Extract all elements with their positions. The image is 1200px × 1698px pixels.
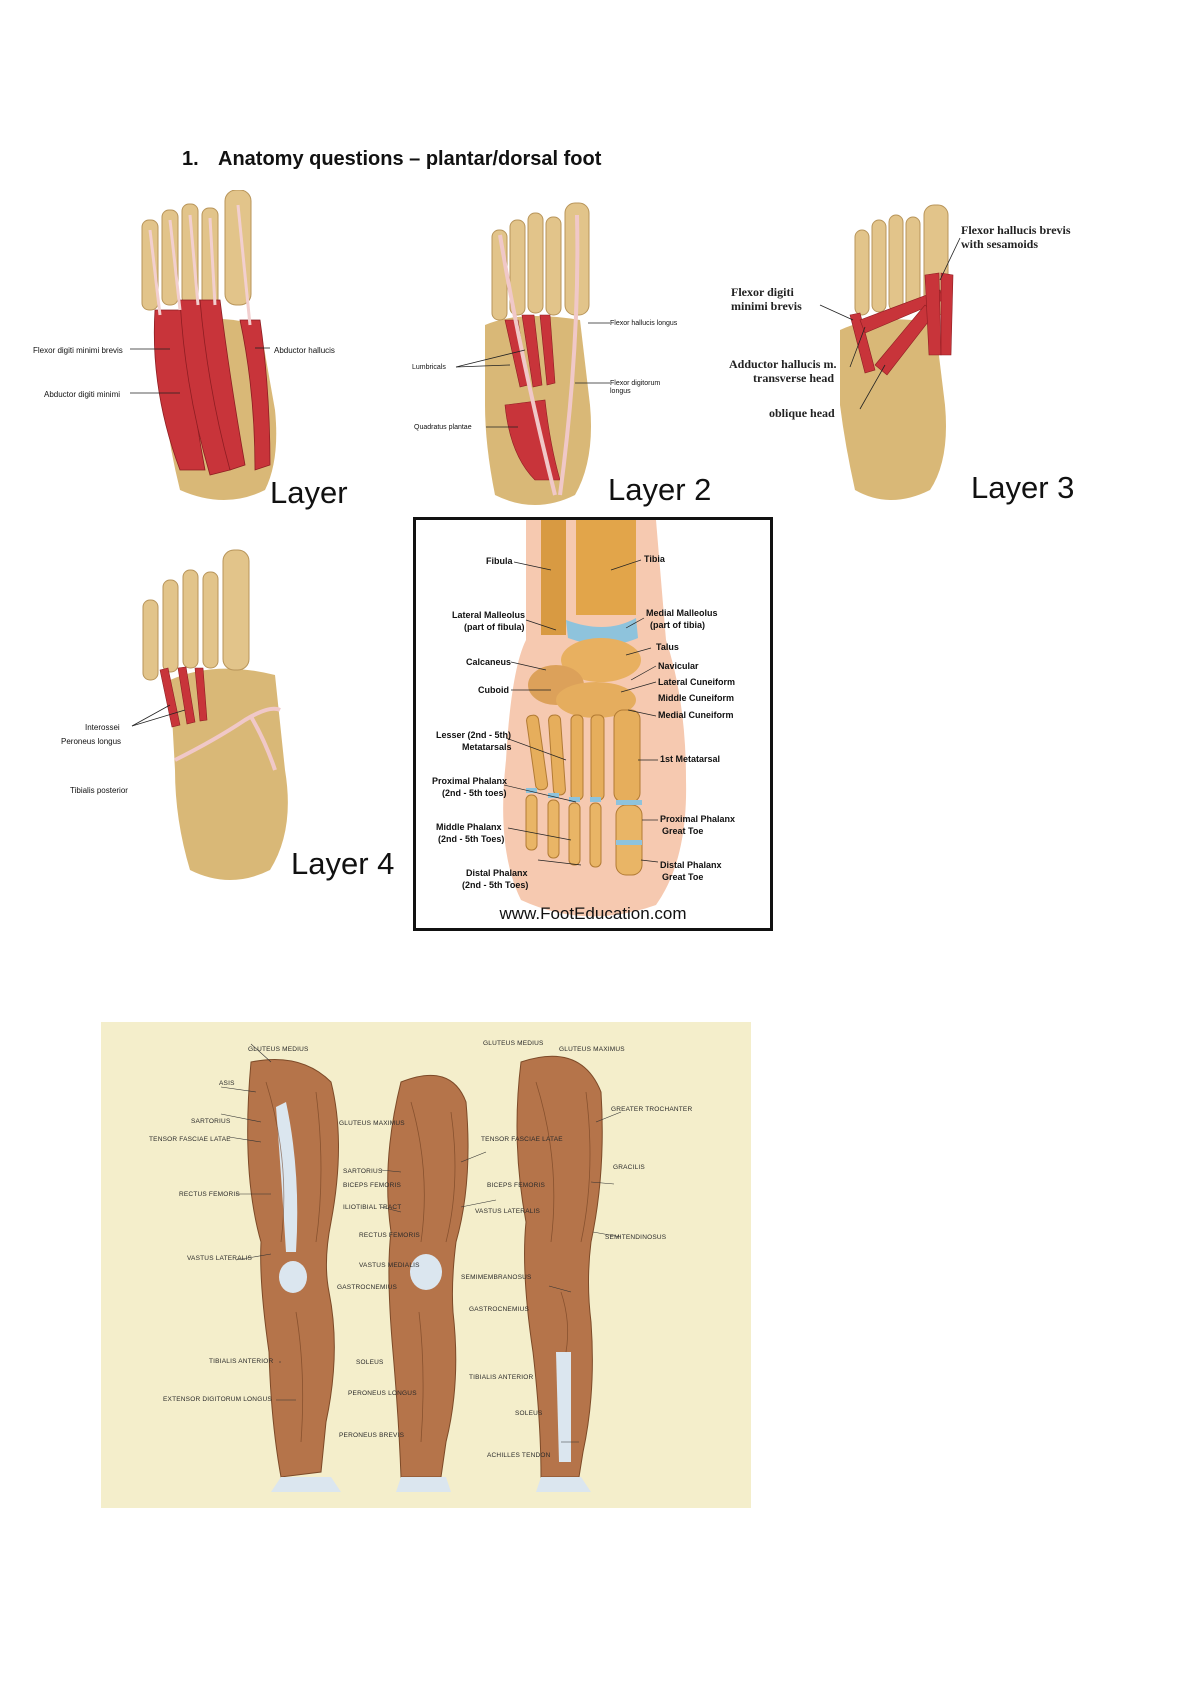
leg-label-30: SOLEUS (515, 1410, 543, 1417)
leg-label-11: EXTENSOR DIGITORUM LONGUS (163, 1396, 272, 1403)
layer4-foot-illustration (131, 549, 288, 880)
label-tibia: Tibia (644, 554, 665, 564)
leg-label-7: VASTUS LATERALIS (187, 1255, 253, 1262)
label-lateral-cuneiform: Lateral Cuneiform (658, 677, 736, 687)
leg-label-25: GRACILIS (613, 1164, 645, 1171)
label-lateral-malleolus: Lateral Malleolus (452, 610, 526, 620)
leg-label-1: GLUTEUS MEDIUS (248, 1046, 309, 1053)
label-first-metatarsal: 1st Metatarsal (660, 754, 721, 764)
leg-label-31: ACHILLES TENDON (487, 1452, 551, 1459)
layer1-figure: Flexor digiti minimi brevis Abductor hal… (30, 190, 400, 520)
label-with-sesamoids: with sesamoids (961, 237, 1039, 251)
label-middle-phalanx: Middle Phalanx (436, 822, 502, 832)
leg-label-27: SEMITENDINOSUS (605, 1234, 667, 1241)
leg-label-22: GLUTEUS MAXIMUS (559, 1046, 625, 1053)
heading-number: 1. (182, 148, 199, 170)
leg-label-6: RECTUS FEMORIS (179, 1191, 240, 1198)
leg-label-14: SARTORIUS (343, 1168, 383, 1175)
leg-label-23: GREATER TROCHANTER (611, 1106, 693, 1113)
leg-label-16: ILIOTIBIAL TRACT (343, 1204, 402, 1211)
leg-label-28: SEMIMEMBRANOSUS (461, 1274, 532, 1281)
label-tibialis-posterior: Tibialis posterior (70, 786, 128, 795)
leg-label-18: VASTUS MEDIALIS (359, 1262, 420, 1269)
label-adductor-hallucis: Adductor hallucis m. (729, 357, 837, 371)
label-transverse-head: transverse head (753, 371, 834, 385)
leg-label-20: TIBIALIS ANTERIOR (469, 1374, 534, 1381)
layer1-foot-illustration (130, 190, 277, 500)
leg-label-3: SARTORIUS (191, 1118, 231, 1125)
label-flexor-digitorum-longus: Flexor digitorum longus (610, 380, 661, 395)
label-middle-phalanx-sub: (2nd - 5th Toes) (438, 834, 505, 844)
label-flexor-digiti: Flexor digiti (731, 285, 794, 299)
leg-label-17: RECTUS FEMORIS (359, 1232, 420, 1239)
leg-label-12: PERONEUS LONGUS (348, 1390, 417, 1397)
leg-label-8: GASTROCNEMIUS (337, 1284, 398, 1291)
label-flexor-hallucis-brevis: Flexor hallucis brevis (961, 223, 1071, 237)
label-navicular: Navicular (658, 661, 699, 671)
leg-label-10: SOLEUS (356, 1359, 384, 1366)
layer2-title: Layer 2 (608, 472, 712, 507)
label-lesser-metatarsals-sub: Metatarsals (462, 742, 512, 752)
label-calcaneus: Calcaneus (466, 657, 512, 667)
label-proximal-phalanx-sub: (2nd - 5th toes) (442, 788, 507, 798)
leg-label-29: GASTROCNEMIUS (469, 1306, 530, 1313)
label-lumbricals: Lumbricals (412, 364, 446, 371)
leg-muscles-figure: GLUTEUS MEDIUS ASIS SARTORIUS TENSOR FAS… (101, 1022, 751, 1508)
section-heading: 1. Anatomy questions – plantar/dorsal foo… (182, 148, 601, 171)
layer2-figure: Flexor hallucis longus Lumbricals Flexor… (410, 195, 740, 515)
label-proximal-phalanx-great: Proximal Phalanx (660, 814, 736, 824)
leg-label-4: TENSOR FASCIAE LATAE (149, 1136, 231, 1143)
layer3-foot-illustration (819, 204, 961, 500)
leg-label-13: PERONEUS BREVIS (339, 1432, 405, 1439)
leg-label-2: ASIS (219, 1080, 235, 1087)
heading-text: Anatomy questions – plantar/dorsal foot (218, 148, 602, 170)
label-distal-phalanx-sub: (2nd - 5th Toes) (462, 880, 529, 890)
label-proximal-phalanx: Proximal Phalanx (432, 776, 508, 786)
label-peroneus-longus: Peroneus longus (61, 737, 122, 746)
label-distal-phalanx: Distal Phalanx (466, 868, 528, 878)
label-lateral-malleolus-sub: (part of fibula) (464, 622, 525, 632)
foot-education-website: www.FootEducation.com (499, 904, 687, 923)
label-distal-phalanx-great-sub: Great Toe (662, 872, 704, 882)
foot-bones-diagram: Fibula Tibia Lateral Malleolus (part of … (413, 517, 773, 931)
label-lesser-metatarsals: Lesser (2nd - 5th) (436, 730, 512, 740)
label-quadratus-plantae: Quadratus plantae (414, 424, 472, 431)
leg-label-9: TIBIALIS ANTERIOR (209, 1358, 274, 1365)
label-medial-cuneiform: Medial Cuneiform (658, 710, 734, 720)
label-flexor-digiti-minimi-brevis: Flexor digiti minimi brevis (33, 346, 123, 355)
leg-label-19: VASTUS LATERALIS (475, 1208, 541, 1215)
label-abductor-digiti-minimi: Abductor digiti minimi (44, 390, 121, 399)
label-middle-cuneiform: Middle Cuneiform (658, 693, 734, 703)
label-flexor-hallucis-longus: Flexor hallucis longus (610, 320, 678, 327)
label-proximal-phalanx-great-sub: Great Toe (662, 826, 704, 836)
label-medial-malleolus-sub: (part of tibia) (650, 620, 705, 630)
leg-label-24: TENSOR FASCIAE LATAE (481, 1136, 563, 1143)
leg-label-15: BICEPS FEMORIS (343, 1182, 402, 1189)
layer3-figure: Flexor hallucis brevis with sesamoids Fl… (725, 195, 1085, 515)
layer3-title: Layer 3 (971, 470, 1075, 505)
label-abductor-hallucis: Abductor hallucis (274, 346, 335, 355)
label-minimi-brevis: minimi brevis (731, 299, 802, 313)
label-fibula: Fibula (486, 556, 513, 566)
foot-bones-illustration (503, 520, 687, 917)
leg-muscles-illustration (220, 1043, 622, 1492)
layer4-title: Layer 4 (291, 846, 395, 881)
label-distal-phalanx-great: Distal Phalanx (660, 860, 722, 870)
label-interossei: Interossei (85, 723, 120, 732)
leg-label-5: GLUTEUS MAXIMUS (339, 1120, 405, 1127)
leg-label-26: BICEPS FEMORIS (487, 1182, 546, 1189)
layer4-figure: Interossei Peroneus longus Tibialis post… (55, 540, 415, 900)
layer1-title: Layer (270, 475, 348, 510)
layer2-foot-illustration (455, 202, 610, 505)
label-oblique-head: oblique head (769, 406, 835, 420)
leg-label-21: GLUTEUS MEDIUS (483, 1040, 544, 1047)
label-talus: Talus (656, 642, 679, 652)
label-cuboid: Cuboid (478, 685, 509, 695)
label-medial-malleolus: Medial Malleolus (646, 608, 718, 618)
